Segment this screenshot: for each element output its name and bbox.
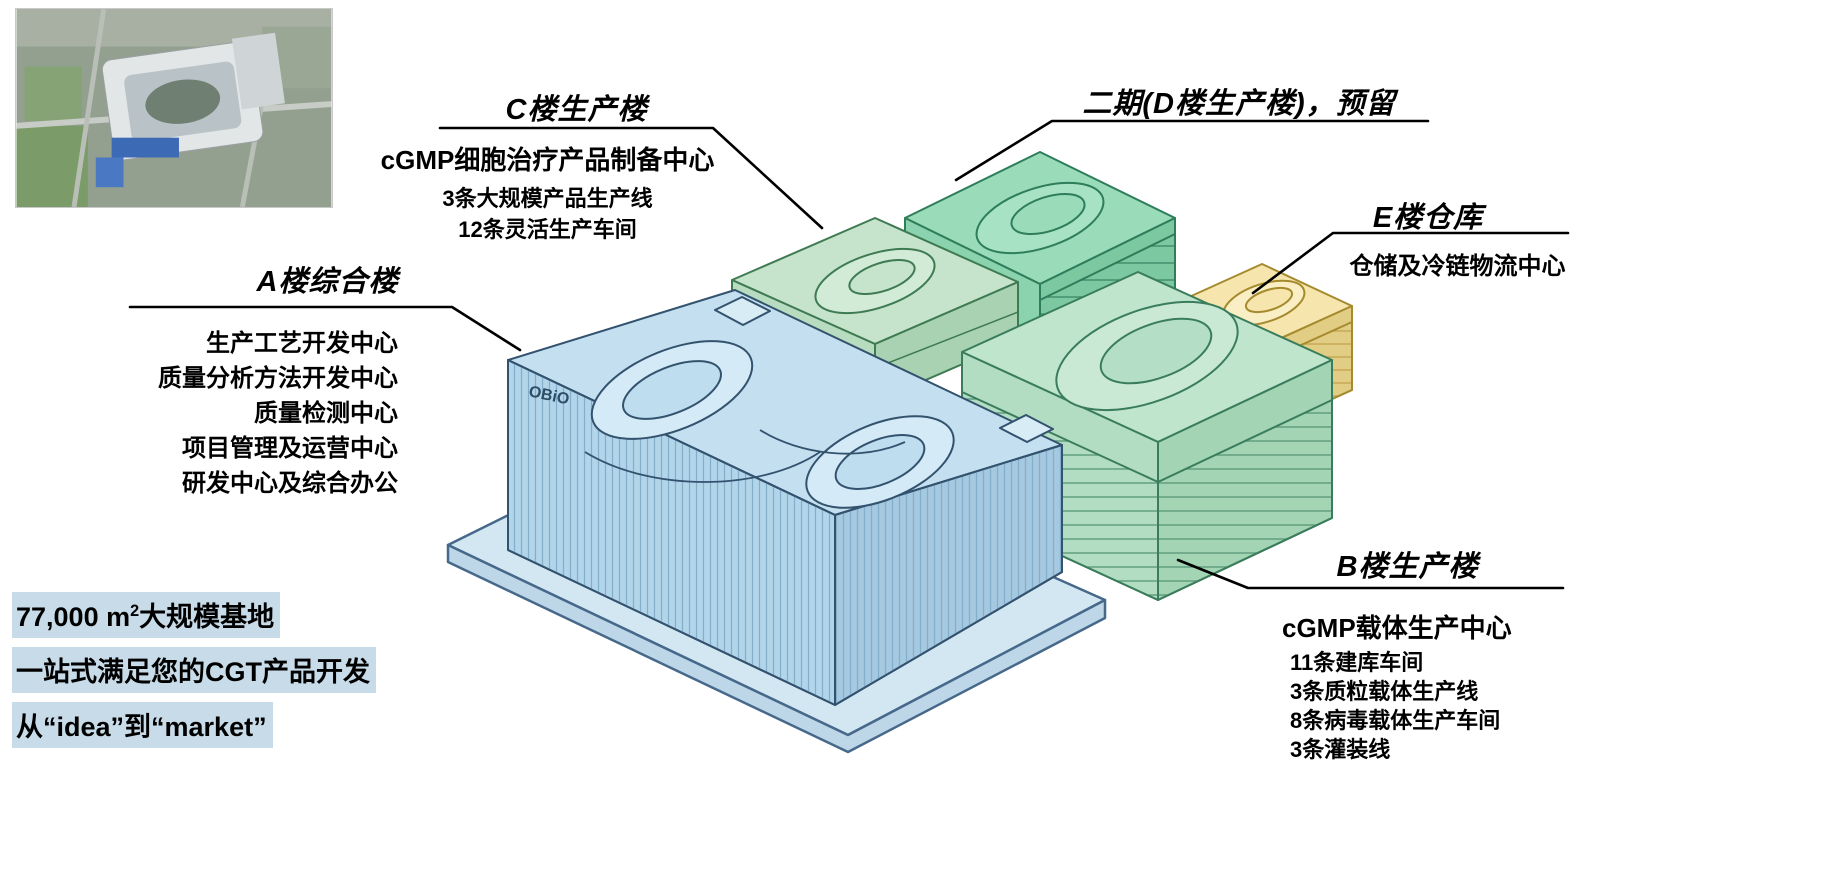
building-c-item: 3条大规模产品生产线 xyxy=(442,186,653,211)
leader-line-b xyxy=(1176,558,1565,590)
aerial-photo-graphic xyxy=(16,9,332,207)
building-c-title: C楼生产楼 xyxy=(505,94,648,126)
building-a-item: 研发中心及综合办公 xyxy=(182,470,398,497)
leader-line-e xyxy=(1251,231,1570,295)
building-a-item: 质量分析方法开发中心 xyxy=(158,365,398,392)
campus-summary: 77,000 m2大规模基地 一站式满足您的CGT产品开发 从“idea”到“m… xyxy=(12,592,376,757)
leader-line-c xyxy=(438,126,824,230)
summary-idea-market-line: 从“idea”到“market” xyxy=(12,702,376,748)
building-b-description: 11条建库车间 3条质粒载体生产线 8条病毒载体生产车间 3条灌装线 xyxy=(1290,648,1500,764)
building-c-item: 12条灵活生产车间 xyxy=(458,217,637,242)
building-b-item: 8条病毒载体生产车间 xyxy=(1290,708,1501,733)
building-b-item: 3条质粒载体生产线 xyxy=(1290,679,1479,704)
building-a-item: 质量检测中心 xyxy=(254,400,398,427)
building-d-title: 二期(D楼生产楼)，预留 xyxy=(1082,88,1396,120)
building-a-model: OBiO xyxy=(507,289,1063,706)
building-a-item: 项目管理及运营中心 xyxy=(182,435,398,462)
building-b-subtitle: cGMP载体生产中心 xyxy=(1282,613,1512,643)
building-a-description: 生产工艺开发中心 质量分析方法开发中心 质量检测中心 项目管理及运营中心 研发中… xyxy=(120,326,398,501)
building-b-title: B楼生产楼 xyxy=(1336,551,1479,583)
leader-line-d xyxy=(954,119,1430,182)
building-a-item: 生产工艺开发中心 xyxy=(206,330,398,357)
building-c-description: cGMP细胞治疗产品制备中心 3条大规模产品生产线 12条灵活生产车间 xyxy=(375,140,720,245)
summary-area-line: 77,000 m2大规模基地 xyxy=(12,592,376,638)
building-b-subtitle-wrap: cGMP载体生产中心 xyxy=(1282,608,1512,653)
building-b-item: 3条灌装线 xyxy=(1290,737,1391,762)
summary-one-stop-line: 一站式满足您的CGT产品开发 xyxy=(12,647,376,693)
summary-area-text: 77,000 m2大规模基地 xyxy=(12,592,281,638)
building-c-subtitle: cGMP细胞治疗产品制备中心 xyxy=(380,145,715,175)
building-a-title: A楼综合楼 xyxy=(256,266,399,298)
aerial-photo xyxy=(15,8,333,208)
building-e-title: E楼仓库 xyxy=(1372,202,1484,234)
summary-one-stop-text: 一站式满足您的CGT产品开发 xyxy=(12,647,376,693)
leader-line-a xyxy=(128,305,522,352)
leader-lines xyxy=(128,119,1570,590)
building-b-item: 11条建库车间 xyxy=(1290,650,1424,675)
building-e-subtitle: 仓储及冷链物流中心 xyxy=(1349,253,1566,280)
summary-idea-market-text: 从“idea”到“market” xyxy=(12,702,273,748)
